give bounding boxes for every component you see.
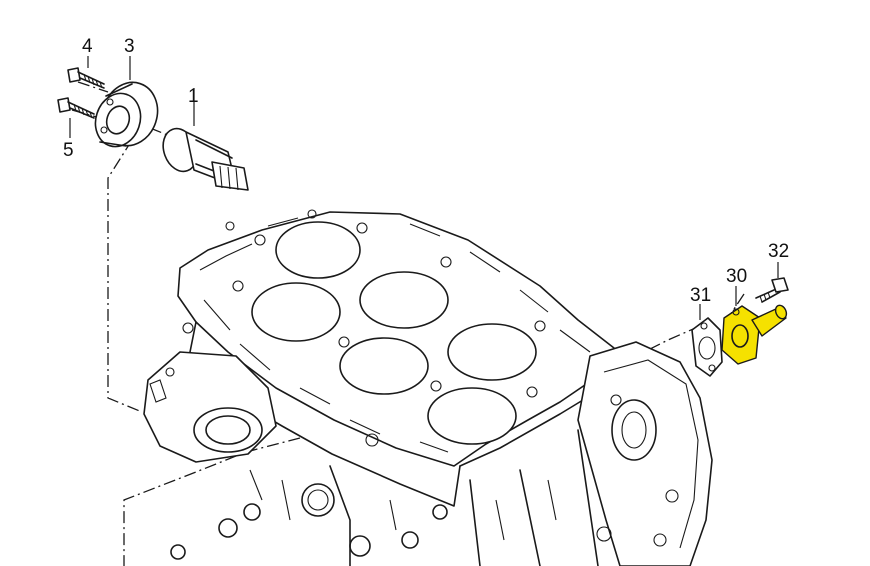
front-pump-housing: [143, 351, 277, 463]
bolt-5: [57, 97, 95, 119]
thermostat-1: [162, 127, 249, 191]
callout-leaders: [69, 56, 779, 320]
callout-4: 4: [82, 36, 93, 57]
callout-30: 30: [726, 266, 747, 287]
thermostat-housing-3: [94, 81, 159, 148]
bolt-4: [67, 67, 105, 89]
callout-31: 31: [690, 285, 711, 306]
callout-5: 5: [63, 140, 74, 161]
timing-side-cover: [577, 341, 713, 566]
callout-32: 32: [768, 241, 789, 262]
callout-3: 3: [124, 36, 135, 57]
callout-1: 1: [188, 86, 199, 107]
cylinder-block: [170, 209, 615, 566]
highlighted-part-30: [721, 304, 788, 365]
bolt-32: [755, 277, 789, 303]
gasket-31: [691, 317, 723, 377]
